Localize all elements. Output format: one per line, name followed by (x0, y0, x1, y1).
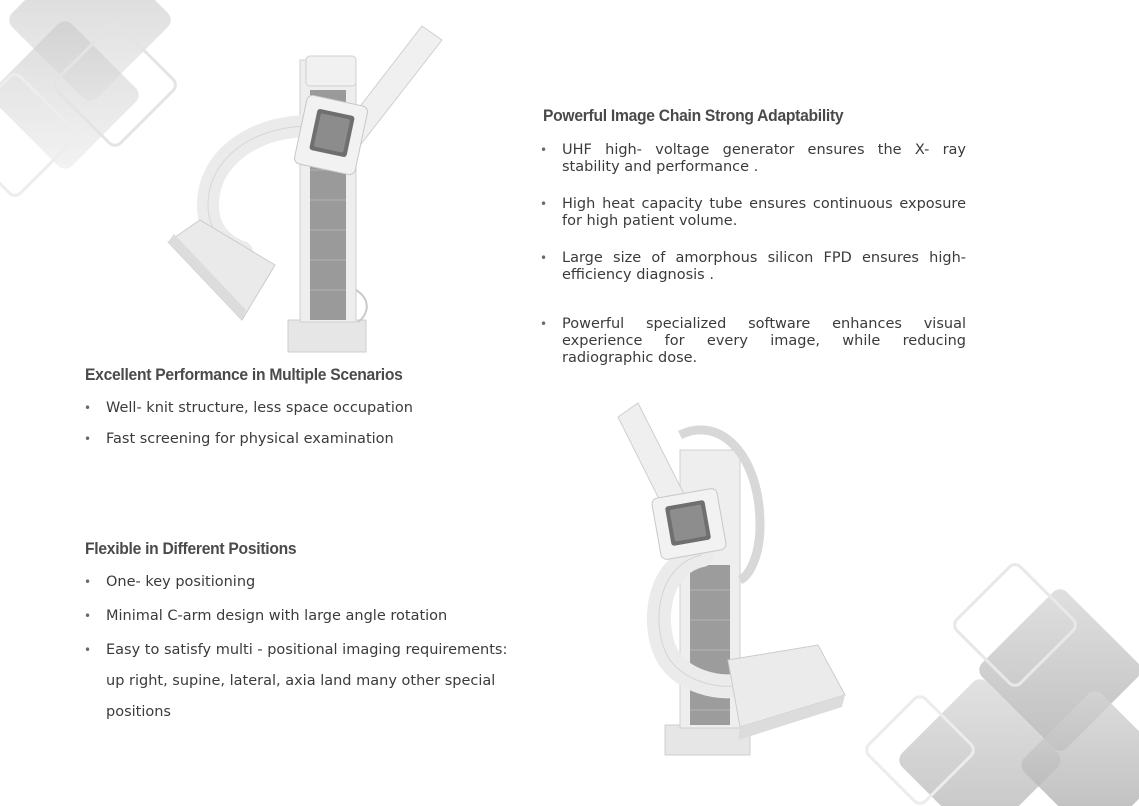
heading-image-chain: Powerful Image Chain Strong Adaptability (543, 106, 844, 125)
c-arm-machine-image-2 (617, 402, 846, 756)
decorative-squares-top-left (0, 0, 177, 197)
decorative-squares-bottom-right (865, 563, 1139, 806)
list-item: Well- knit structure, less space occupat… (84, 400, 504, 417)
c-arm-machine-image-1 (167, 25, 443, 353)
list-item: Fast screening for physical examination (84, 431, 504, 448)
list-item: Easy to satisfy multi - positional imagi… (84, 635, 524, 728)
heading-performance: Excellent Performance in Multiple Scenar… (85, 365, 403, 384)
list-positions: One- key positioning Minimal C-arm desig… (84, 574, 524, 745)
list-item: UHF high- voltage generator ensures the … (540, 142, 966, 176)
list-item: High heat capacity tube ensures continuo… (540, 196, 966, 230)
list-item: Large size of amorphous silicon FPD ensu… (540, 250, 966, 284)
list-performance: Well- knit structure, less space occupat… (84, 400, 504, 462)
heading-positions: Flexible in Different Positions (85, 539, 297, 558)
list-item: Powerful specialized software enhances v… (540, 316, 966, 367)
list-image-chain: UHF high- voltage generator ensures the … (540, 142, 966, 387)
list-item: Minimal C-arm design with large angle ro… (84, 608, 524, 625)
list-item: One- key positioning (84, 574, 524, 591)
